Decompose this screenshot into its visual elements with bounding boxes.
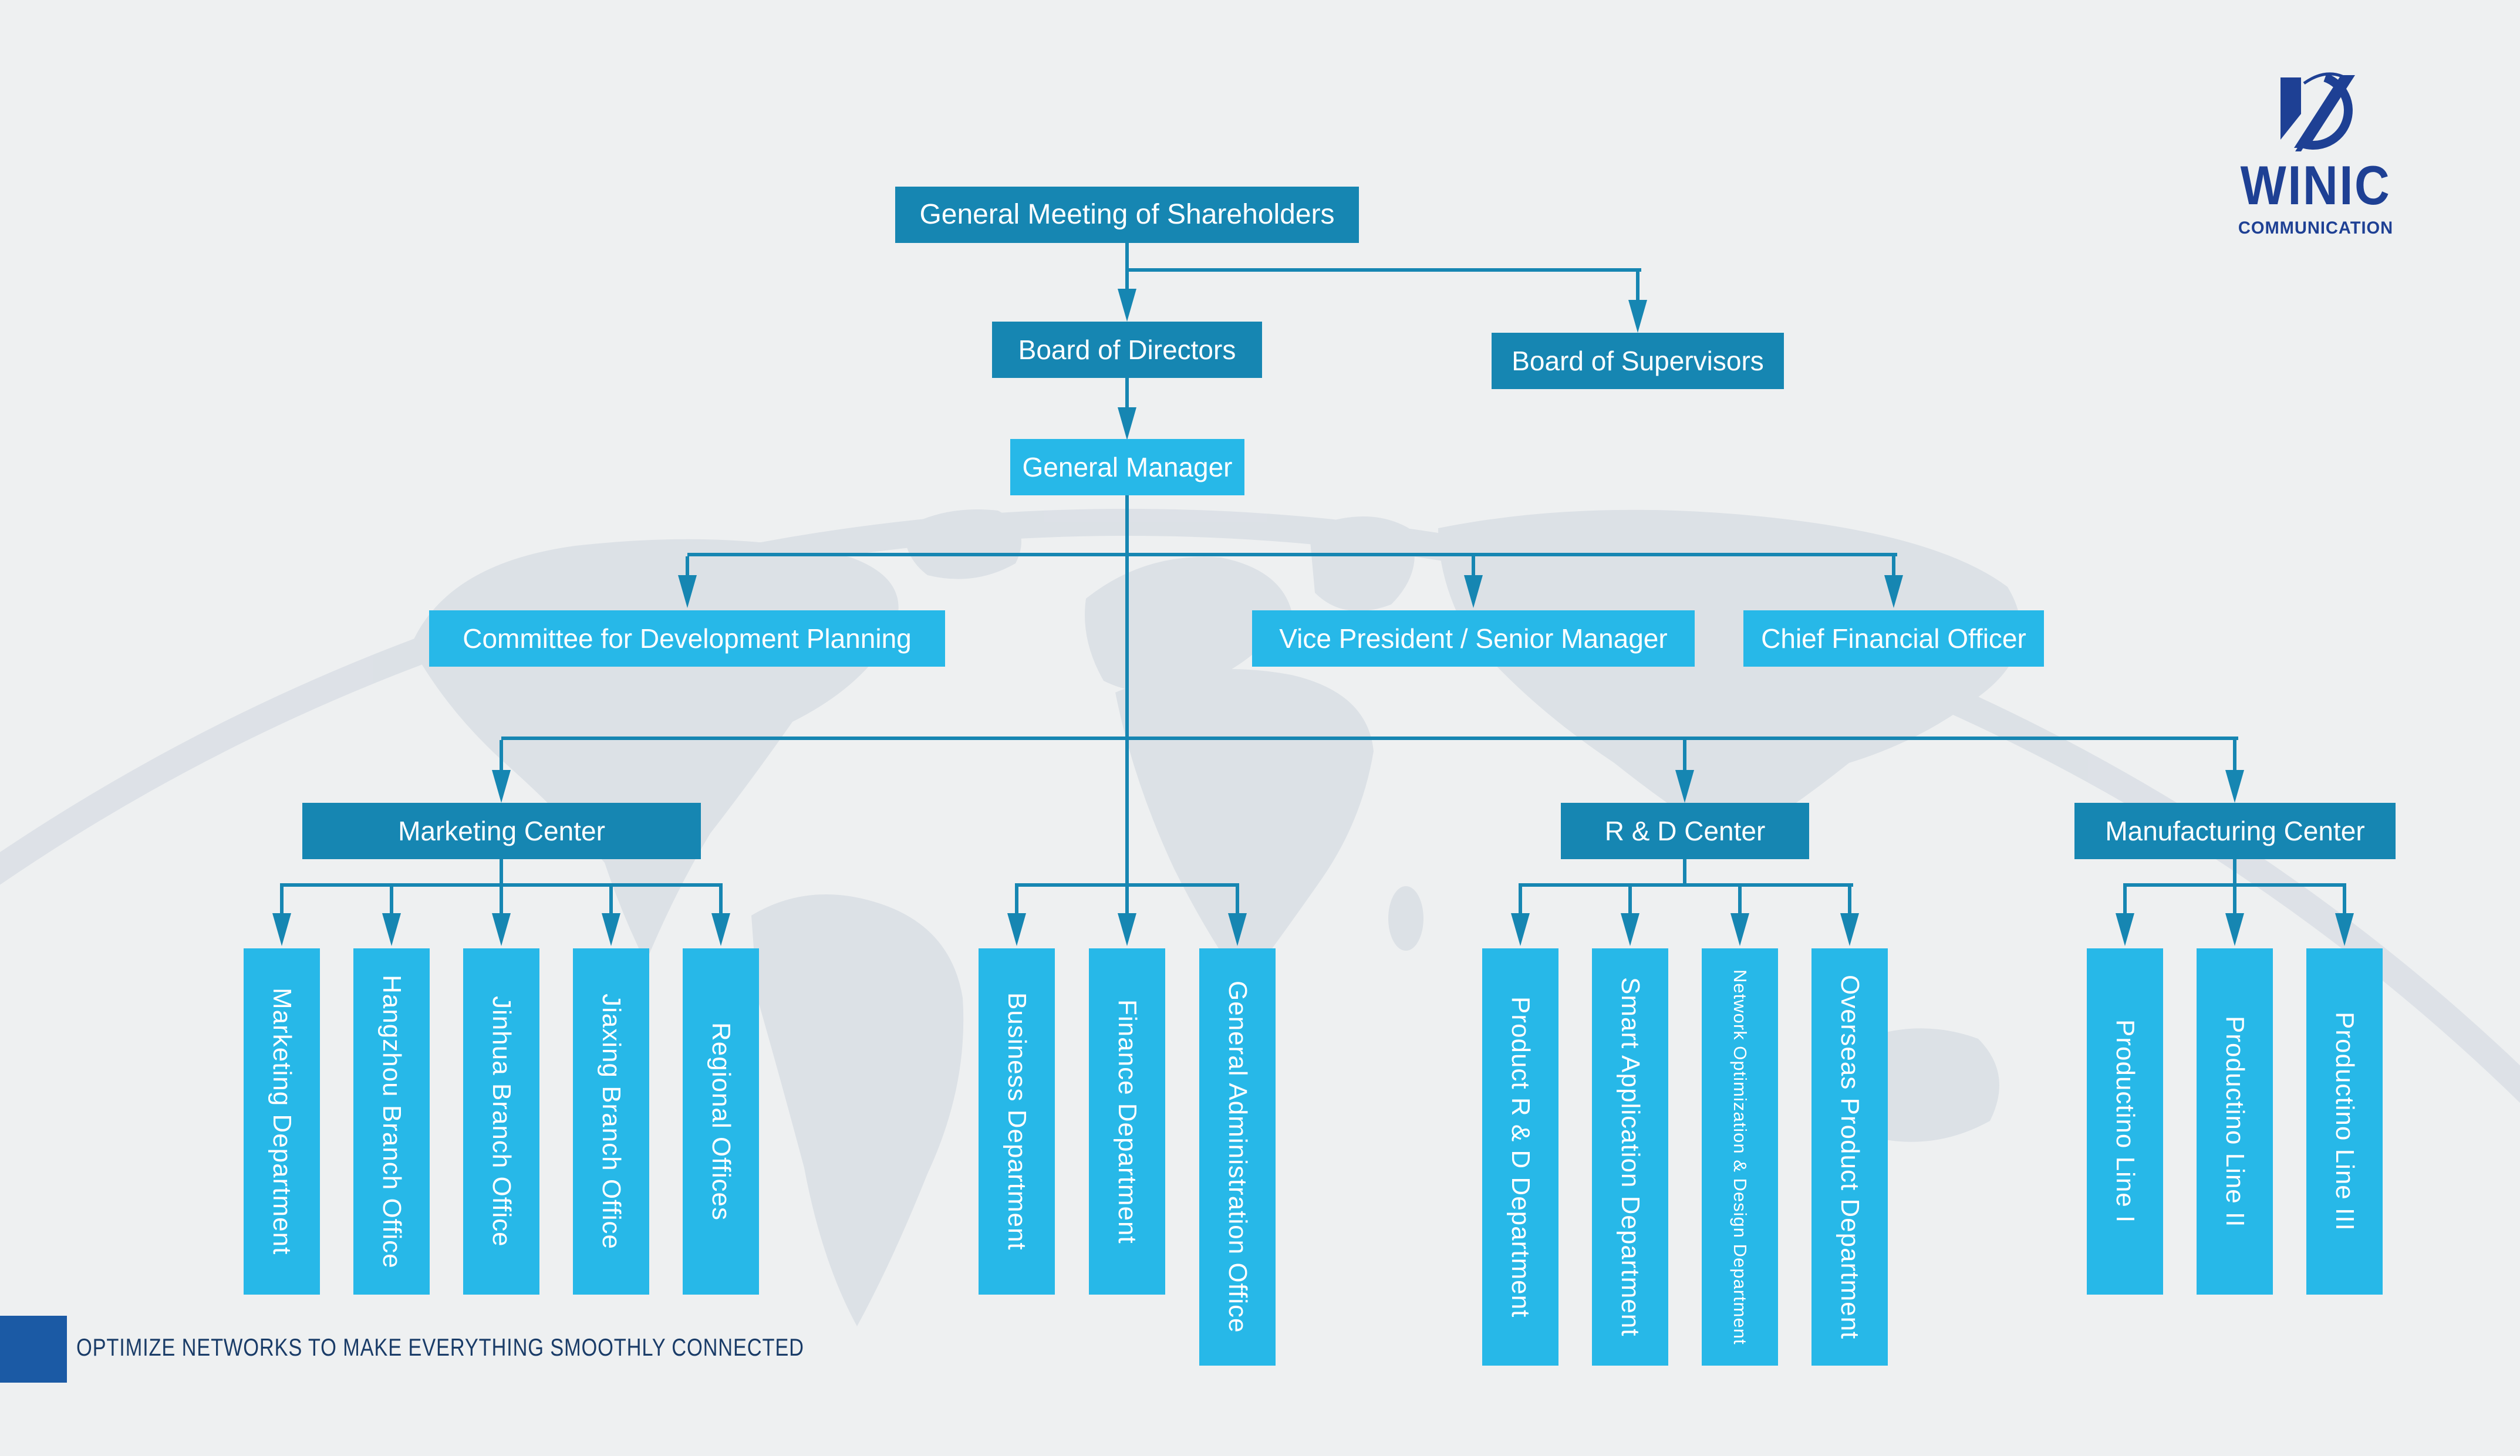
connector-line bbox=[1125, 495, 1129, 887]
connector-arrow bbox=[1628, 300, 1647, 333]
connector-arrow bbox=[2116, 913, 2134, 946]
connector-arrow bbox=[1228, 913, 1247, 946]
brand-name: WINIC bbox=[2240, 154, 2391, 216]
connector-arrow bbox=[1621, 913, 1639, 946]
connector-line bbox=[687, 553, 1897, 556]
node-overseas-product-department: Overseas Product Department bbox=[1811, 948, 1888, 1366]
footer-tagline: OPTIMIZE NETWORKS TO MAKE EVERYTHING SMO… bbox=[76, 1333, 804, 1361]
connector-arrow bbox=[711, 913, 730, 946]
connector-arrow bbox=[2225, 770, 2244, 803]
connector-line bbox=[1848, 887, 1851, 913]
connector-line bbox=[390, 887, 393, 913]
connector-arrow bbox=[678, 575, 697, 608]
node-chief-financial-officer: Chief Financial Officer bbox=[1743, 610, 2044, 667]
connector-arrow bbox=[1118, 407, 1136, 440]
connector-arrow bbox=[1007, 913, 1026, 946]
connector-line bbox=[1738, 887, 1742, 913]
connector-line bbox=[501, 737, 2238, 740]
connector-line bbox=[1636, 268, 1639, 300]
connector-line bbox=[686, 556, 689, 575]
node-network-optimization-design-department: Network Optimization & Design Department bbox=[1702, 948, 1778, 1366]
connector-arrow bbox=[1675, 770, 1694, 803]
connector-line bbox=[1628, 887, 1632, 913]
company-logo: WINIC COMMUNICATION bbox=[2225, 70, 2407, 238]
connector-line bbox=[280, 883, 723, 887]
node-production-line-3: Productino Line III bbox=[2306, 948, 2383, 1295]
connector-line bbox=[2123, 883, 2346, 887]
node-board-of-supervisors: Board of Supervisors bbox=[1492, 333, 1784, 389]
connector-line bbox=[2343, 887, 2346, 913]
node-rd-center: R & D Center bbox=[1561, 803, 1809, 859]
connector-line bbox=[1125, 243, 1129, 272]
connector-line bbox=[500, 859, 503, 883]
connector-line bbox=[500, 740, 503, 770]
connector-line bbox=[1125, 378, 1129, 407]
connector-line bbox=[1683, 740, 1686, 770]
connector-line bbox=[2233, 887, 2236, 913]
node-production-line-1: Productino Line I bbox=[2087, 948, 2163, 1295]
node-production-line-2: Productino Line II bbox=[2197, 948, 2273, 1295]
connector-line bbox=[1519, 887, 1522, 913]
connector-line bbox=[1472, 556, 1475, 575]
connector-line bbox=[1125, 268, 1129, 289]
connector-arrow bbox=[1730, 913, 1749, 946]
node-business-department: Business Department bbox=[979, 948, 1055, 1295]
node-manufacturing-center: Manufacturing Center bbox=[2074, 803, 2396, 859]
connector-line bbox=[1519, 883, 1853, 887]
connector-line bbox=[1683, 859, 1686, 883]
connector-arrow bbox=[382, 913, 401, 946]
node-hangzhou-branch-office: Hangzhou Branch Office bbox=[353, 948, 430, 1295]
node-marketing-department: Marketing Department bbox=[244, 948, 320, 1295]
connector-arrow bbox=[1464, 575, 1483, 608]
connector-line bbox=[719, 887, 723, 913]
node-marketing-center: Marketing Center bbox=[302, 803, 701, 859]
node-regional-offices: Regional Offices bbox=[683, 948, 759, 1295]
node-general-administration-office: General Administration Office bbox=[1199, 948, 1276, 1366]
connector-arrow bbox=[1884, 575, 1903, 608]
connector-line bbox=[1892, 556, 1895, 575]
node-general-manager: General Manager bbox=[1010, 439, 1244, 495]
footer-accent-square bbox=[0, 1316, 67, 1383]
connector-line bbox=[2123, 887, 2127, 913]
connector-arrow bbox=[1118, 289, 1136, 322]
node-committee-for-development-planning: Committee for Development Planning bbox=[429, 610, 945, 667]
connector-line bbox=[2233, 859, 2236, 883]
node-product-rd-department: Product R & D Department bbox=[1482, 948, 1558, 1366]
connector-arrow bbox=[492, 913, 511, 946]
node-jiaxing-branch-office: Jiaxing Branch Office bbox=[573, 948, 649, 1295]
node-jinhua-branch-office: Jinhua Branch Office bbox=[463, 948, 539, 1295]
node-vice-president-senior-manager: Vice President / Senior Manager bbox=[1252, 610, 1695, 667]
connector-line bbox=[1015, 883, 1239, 887]
connector-arrow bbox=[1511, 913, 1530, 946]
node-smart-application-department: Smart Application Department bbox=[1592, 948, 1668, 1366]
node-general-meeting-of-shareholders: General Meeting of Shareholders bbox=[895, 187, 1359, 243]
connector-arrow bbox=[2335, 913, 2354, 946]
connector-line bbox=[1015, 887, 1018, 913]
connector-arrow bbox=[492, 770, 511, 803]
connector-line bbox=[609, 887, 613, 913]
winic-logo-icon bbox=[2281, 72, 2355, 151]
connector-line bbox=[1125, 887, 1129, 913]
connector-arrow bbox=[272, 913, 291, 946]
brand-subtitle: COMMUNICATION bbox=[2238, 218, 2394, 238]
connector-arrow bbox=[2225, 913, 2244, 946]
node-board-of-directors: Board of Directors bbox=[992, 322, 1262, 378]
connector-arrow bbox=[1840, 913, 1859, 946]
connector-line bbox=[280, 887, 284, 913]
connector-line bbox=[1125, 268, 1641, 272]
connector-arrow bbox=[602, 913, 620, 946]
connector-arrow bbox=[1118, 913, 1136, 946]
connector-line bbox=[500, 887, 503, 913]
connector-line bbox=[1236, 887, 1239, 913]
connector-line bbox=[2233, 740, 2236, 770]
node-finance-department: Finance Department bbox=[1089, 948, 1165, 1295]
